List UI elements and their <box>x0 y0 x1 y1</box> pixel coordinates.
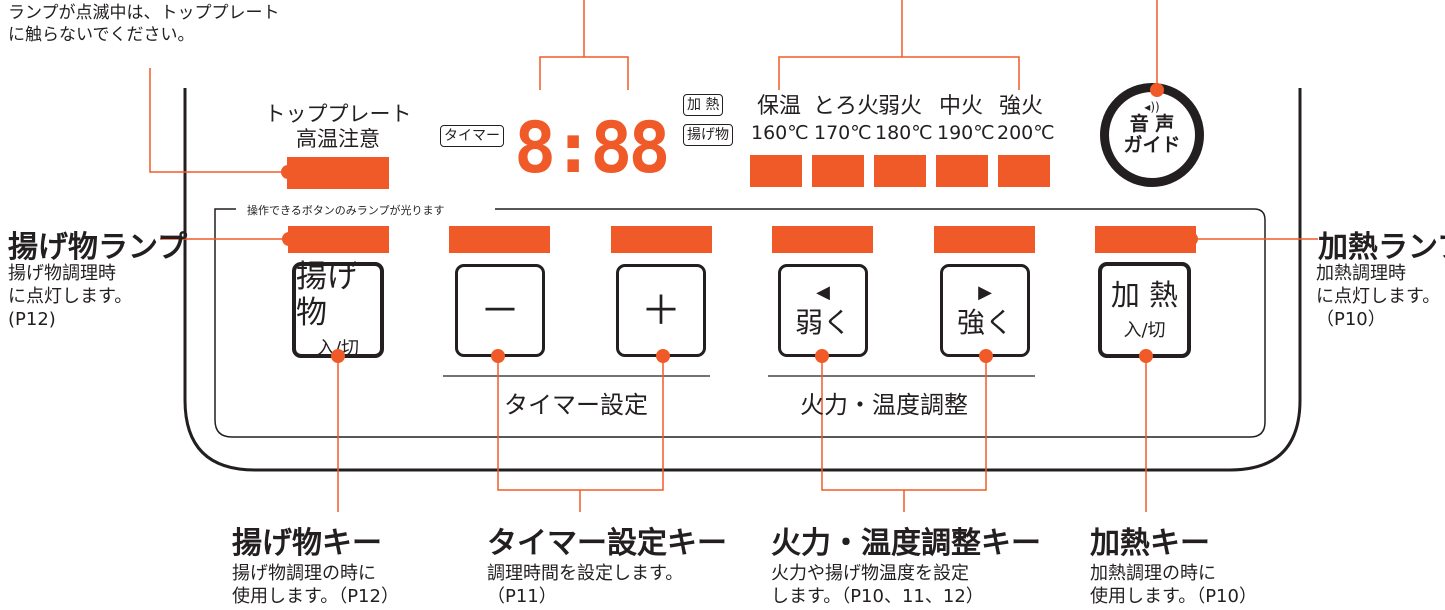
weaker-key[interactable]: ◀ 弱く <box>778 264 868 357</box>
level-name-3: 弱火 <box>878 94 923 119</box>
voice-guide-dot <box>1150 83 1164 97</box>
minus-key-label: － <box>480 287 520 334</box>
strong-key-dot <box>979 349 993 363</box>
level-name-2: とろ火 <box>813 94 880 119</box>
level-name-5: 強火 <box>999 94 1044 119</box>
heat-key-title: 加熱キー <box>1090 526 1210 561</box>
heat-key-label: 加 熱 <box>1110 278 1179 312</box>
hot-plate-lamp <box>287 157 389 189</box>
level-lamp-4 <box>936 155 988 187</box>
power-level-table: 保温 とろ火 弱火 中火 強火 160℃ 170℃ 180℃ 190℃ 200℃ <box>751 88 1055 148</box>
heat-lamp-desc: 加熱調理時 に点灯します。 （P10） <box>1316 263 1441 330</box>
minus-lamp <box>449 226 550 253</box>
timer-display: 8:88 <box>514 107 671 189</box>
heat-key[interactable]: 加 熱 入/切 <box>1098 262 1191 358</box>
right-arrow-icon: ▶ <box>978 281 992 303</box>
weak-lamp <box>772 226 873 253</box>
voice-guide-line2: ガイド <box>1123 134 1181 156</box>
timer-box-label: タイマー <box>440 125 504 147</box>
fry-key-title: 揚げ物キー <box>232 526 382 561</box>
plus-lamp <box>611 226 712 253</box>
left-arrow-icon: ◀ <box>816 281 830 303</box>
weaker-key-label: 弱く <box>794 305 851 339</box>
level-lamp-5 <box>998 155 1050 187</box>
timer-plus-key[interactable]: ＋ <box>616 264 706 357</box>
fry-lamp-title: 揚げ物ランプ <box>8 230 188 265</box>
lamp-warning-line2: に触らないでください。 <box>8 25 195 45</box>
voice-guide-line1: 音 声 <box>1129 113 1175 135</box>
weak-key-dot <box>815 349 829 363</box>
heat-key-dot <box>1139 349 1153 363</box>
body-outline <box>183 88 1302 472</box>
power-group-label: 火力・温度調整 <box>800 391 968 419</box>
level-temp-2: 170℃ <box>814 122 872 144</box>
level-name-4: 中火 <box>939 94 984 119</box>
fry-key-sublabel: 入/切 <box>317 337 359 361</box>
hot-plate-lamp-dot <box>281 165 295 179</box>
strong-lamp <box>934 226 1035 253</box>
level-lamp-1 <box>750 155 802 187</box>
hot-plate-line1: トッププレート <box>264 102 412 126</box>
fry-key-dot <box>331 349 345 363</box>
hot-plate-label: トッププレート 高温注意 <box>263 102 413 152</box>
lamp-warning-note: ランプが点滅中は、トッププレート に触らないでください。 <box>8 2 280 46</box>
power-key-title: 火力・温度調整キー <box>771 526 1041 561</box>
level-temp-5: 200℃ <box>997 122 1055 144</box>
level-temp-3: 180℃ <box>875 122 933 144</box>
fry-key[interactable]: 揚げ物 入/切 <box>292 259 384 361</box>
timer-minus-key[interactable]: － <box>455 264 545 357</box>
level-temp-1: 160℃ <box>751 122 809 144</box>
fry-lamp-dot <box>282 232 296 246</box>
control-frame <box>214 208 1266 438</box>
fry-mode-label: 揚げ物 <box>683 124 733 146</box>
speaker-icon: ◂)) <box>1144 100 1160 114</box>
lamp-warning-line1: ランプが点滅中は、トッププレート <box>8 3 280 23</box>
heat-mode-label: 加 熱 <box>683 94 724 116</box>
hot-plate-line2: 高温注意 <box>296 127 380 151</box>
heat-lamp-title: 加熱ランプ <box>1318 230 1445 265</box>
panel-note: 操作できるボタンのみランプが光ります <box>243 202 449 218</box>
plus-key-dot <box>656 349 670 363</box>
heat-lamp <box>1095 226 1196 253</box>
voice-guide-button[interactable]: ◂)) 音 声 ガイド <box>1100 83 1204 187</box>
heat-key-sublabel: 入/切 <box>1123 320 1166 341</box>
stronger-key[interactable]: ▶ 強く <box>940 264 1030 357</box>
heat-key-desc: 加熱調理の時に 使用します。（P10） <box>1090 563 1257 607</box>
level-temp-4: 190℃ <box>937 122 995 144</box>
timer-key-title: タイマー設定キー <box>487 526 727 561</box>
timer-key-desc: 調理時間を設定します。 （P11） <box>487 563 684 607</box>
fry-lamp-desc: 揚げ物調理時 に点灯します。 (P12) <box>8 263 133 330</box>
level-lamp-2 <box>812 155 864 187</box>
stronger-key-label: 強く <box>956 305 1013 339</box>
fry-key-label: 揚げ物 <box>296 259 358 331</box>
level-name-1: 保温 <box>757 94 802 119</box>
plus-key-label: ＋ <box>641 287 681 334</box>
level-lamp-3 <box>874 155 926 187</box>
power-key-desc: 火力や揚げ物温度を設定 します。（P10、11、12） <box>771 563 984 607</box>
heat-lamp-dot <box>1184 232 1198 246</box>
fry-lamp <box>288 226 389 253</box>
fry-key-desc: 揚げ物調理の時に 使用します。（P12） <box>232 563 399 607</box>
minus-key-dot <box>491 349 505 363</box>
timer-group-label: タイマー設定 <box>500 385 652 420</box>
